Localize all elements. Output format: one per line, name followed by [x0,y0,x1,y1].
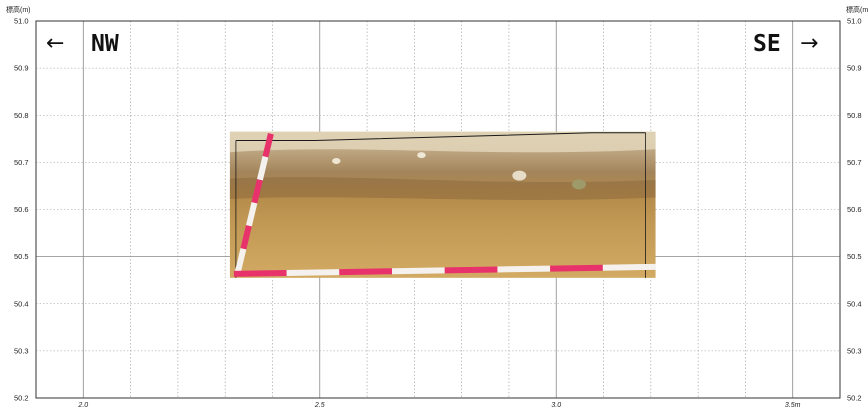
y-tick-label-left: 50.9 [14,64,29,73]
ruler-segment [339,268,393,276]
section-photo [229,131,656,278]
y-tick-label-right: 50.7 [847,158,862,167]
ruler-segment [240,225,252,250]
ruler-segment [550,264,603,272]
y-axis-label-left: 標高(m) [6,5,31,14]
y-tick-label-right: 50.5 [847,252,862,261]
direction-label-se: SE [753,31,781,57]
ruler-vertical [234,133,274,273]
y-tick-label-left: 51.0 [14,17,29,26]
ruler-segment [245,202,258,227]
y-tick-label-right: 50.8 [847,111,862,120]
ruler-segment [262,133,274,158]
stone [571,179,586,190]
ruler-segment [391,267,445,275]
stone [332,157,341,164]
y-tick-label-right: 50.4 [847,299,862,308]
direction-se: SE → [753,31,818,57]
ruler-segment [444,266,498,274]
y-axis-label-right: 標高(m) [846,5,868,14]
y-tick-label-right: 50.2 [847,394,862,403]
axes: 標高(m) 標高(m) 51.0 51.0 50.9 50.9 50.8 50.8 50.7… [6,5,868,409]
ruler-segment [256,156,269,181]
ruler-segment [602,263,656,271]
y-tick-label-left: 50.8 [14,111,29,120]
direction-nw: ← NW [46,31,119,57]
soil-dark-layer [229,177,656,200]
plot-frame [35,20,841,399]
y-tick-label-right: 50.9 [847,64,862,73]
y-tick-label-left: 50.5 [14,252,29,261]
x-tick-label: 3.0 [551,402,561,409]
arrow-right-icon: → [800,31,818,56]
x-tick-label: 2.0 [77,402,88,409]
arrow-left-icon: ← [46,31,64,56]
y-tick-label-right: 50.3 [847,346,862,355]
x-tick-label: 3.5m [785,402,801,409]
ruler-horizontal [233,263,656,277]
grid [35,20,841,399]
y-tick-label-left: 50.7 [14,158,29,167]
y-tick-label-left: 50.2 [14,394,29,403]
soil-body [229,131,656,278]
ruler-segment [234,248,247,273]
stone [512,170,527,181]
ruler-segment [286,269,340,276]
y-tick-label-left: 50.6 [14,205,29,214]
direction-label-nw: NW [91,31,119,57]
y-tick-label-right: 51.0 [847,17,862,26]
y-tick-label-left: 50.3 [14,346,29,355]
x-tick-label: 2.5 [314,402,325,409]
stone [417,152,426,159]
soil-top-crust [229,131,656,153]
ruler-segment [497,265,551,273]
y-tick-label-right: 50.6 [847,205,862,214]
ruler-segment [251,179,263,204]
section-outline-top [235,132,646,142]
y-tick-label-left: 50.4 [14,299,29,308]
ruler-segment [233,269,287,277]
